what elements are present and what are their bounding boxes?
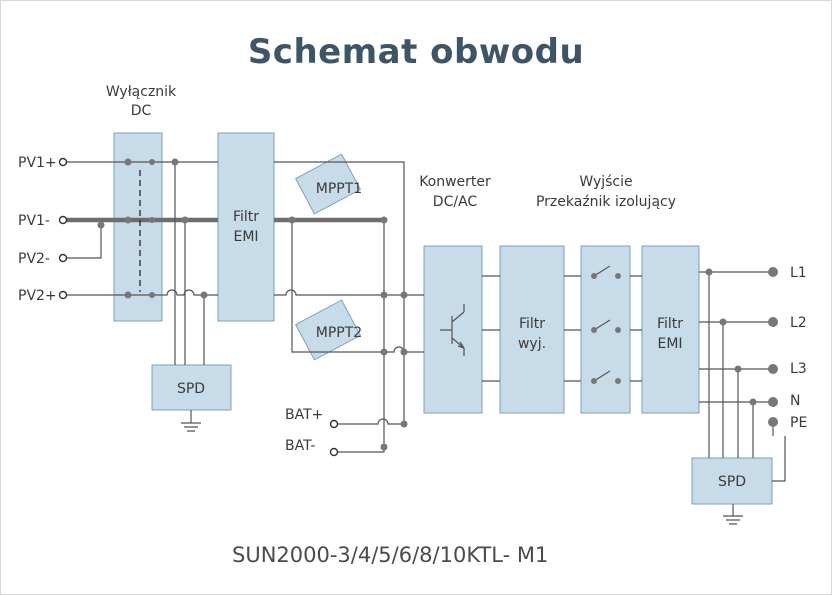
label-l2: L2 xyxy=(790,315,807,331)
filter-emi-out-label-1: Filtr xyxy=(657,316,683,332)
label-bat-minus: BAT- xyxy=(285,438,315,454)
model-caption: SUN2000-3/4/5/6/8/10KTL- M1 xyxy=(232,543,549,567)
label-bat-plus: BAT+ xyxy=(285,407,323,423)
filter-out-label-1: Filtr xyxy=(519,316,545,332)
relay-block xyxy=(580,245,631,414)
label-l1: L1 xyxy=(790,265,807,281)
filter-emi-out-block xyxy=(641,245,700,414)
label-pv1-plus: PV1+ xyxy=(18,155,57,171)
terminal-pv2-plus xyxy=(58,290,68,300)
converter-label-2: DC/AC xyxy=(433,194,478,210)
label-l3: L3 xyxy=(790,361,807,377)
dc-switch-block xyxy=(113,132,163,322)
terminal-bat-minus xyxy=(329,447,339,457)
filter-emi-in-label-2: EMI xyxy=(233,229,258,245)
filter-emi-in-block xyxy=(217,132,275,322)
label-n: N xyxy=(790,393,800,409)
filter-emi-out-label-2: EMI xyxy=(657,336,682,352)
terminal-pe xyxy=(768,417,778,427)
label-pv2-minus: PV2- xyxy=(18,251,50,267)
mppt1-block xyxy=(294,153,362,215)
relay-label-2: Przekaźnik izolujący xyxy=(536,194,676,210)
spd-right-block xyxy=(691,457,773,505)
diagram-title: Schemat obwodu xyxy=(247,32,585,72)
terminal-l3 xyxy=(768,364,778,374)
filter-out-block xyxy=(499,245,565,414)
converter-label-1: Konwerter xyxy=(419,174,491,190)
label-pv1-minus: PV1- xyxy=(18,213,50,229)
dc-switch-label-1: Wyłącznik xyxy=(106,84,177,100)
relay-label-1: Wyjście xyxy=(579,174,632,190)
filter-emi-in-label-1: Filtr xyxy=(233,209,259,225)
mppt1-label: MPPT1 xyxy=(316,181,362,197)
converter-block xyxy=(423,245,483,414)
terminal-pv2-minus xyxy=(58,253,68,263)
spd-left-label: SPD xyxy=(177,381,205,397)
label-pv2-plus: PV2+ xyxy=(18,288,57,304)
terminal-l2 xyxy=(768,317,778,327)
mppt2-label: MPPT2 xyxy=(316,325,362,341)
label-pe: PE xyxy=(790,415,807,431)
terminal-n xyxy=(768,397,778,407)
dc-switch-label-2: DC xyxy=(131,103,152,119)
terminal-l1 xyxy=(768,267,778,277)
terminal-pv1-minus xyxy=(58,215,68,225)
terminal-bat-plus xyxy=(329,419,339,429)
mppt2-block xyxy=(294,299,362,361)
filter-out-label-2: wyj. xyxy=(518,336,546,352)
spd-right-label: SPD xyxy=(718,474,746,490)
terminal-pv1-plus xyxy=(58,157,68,167)
